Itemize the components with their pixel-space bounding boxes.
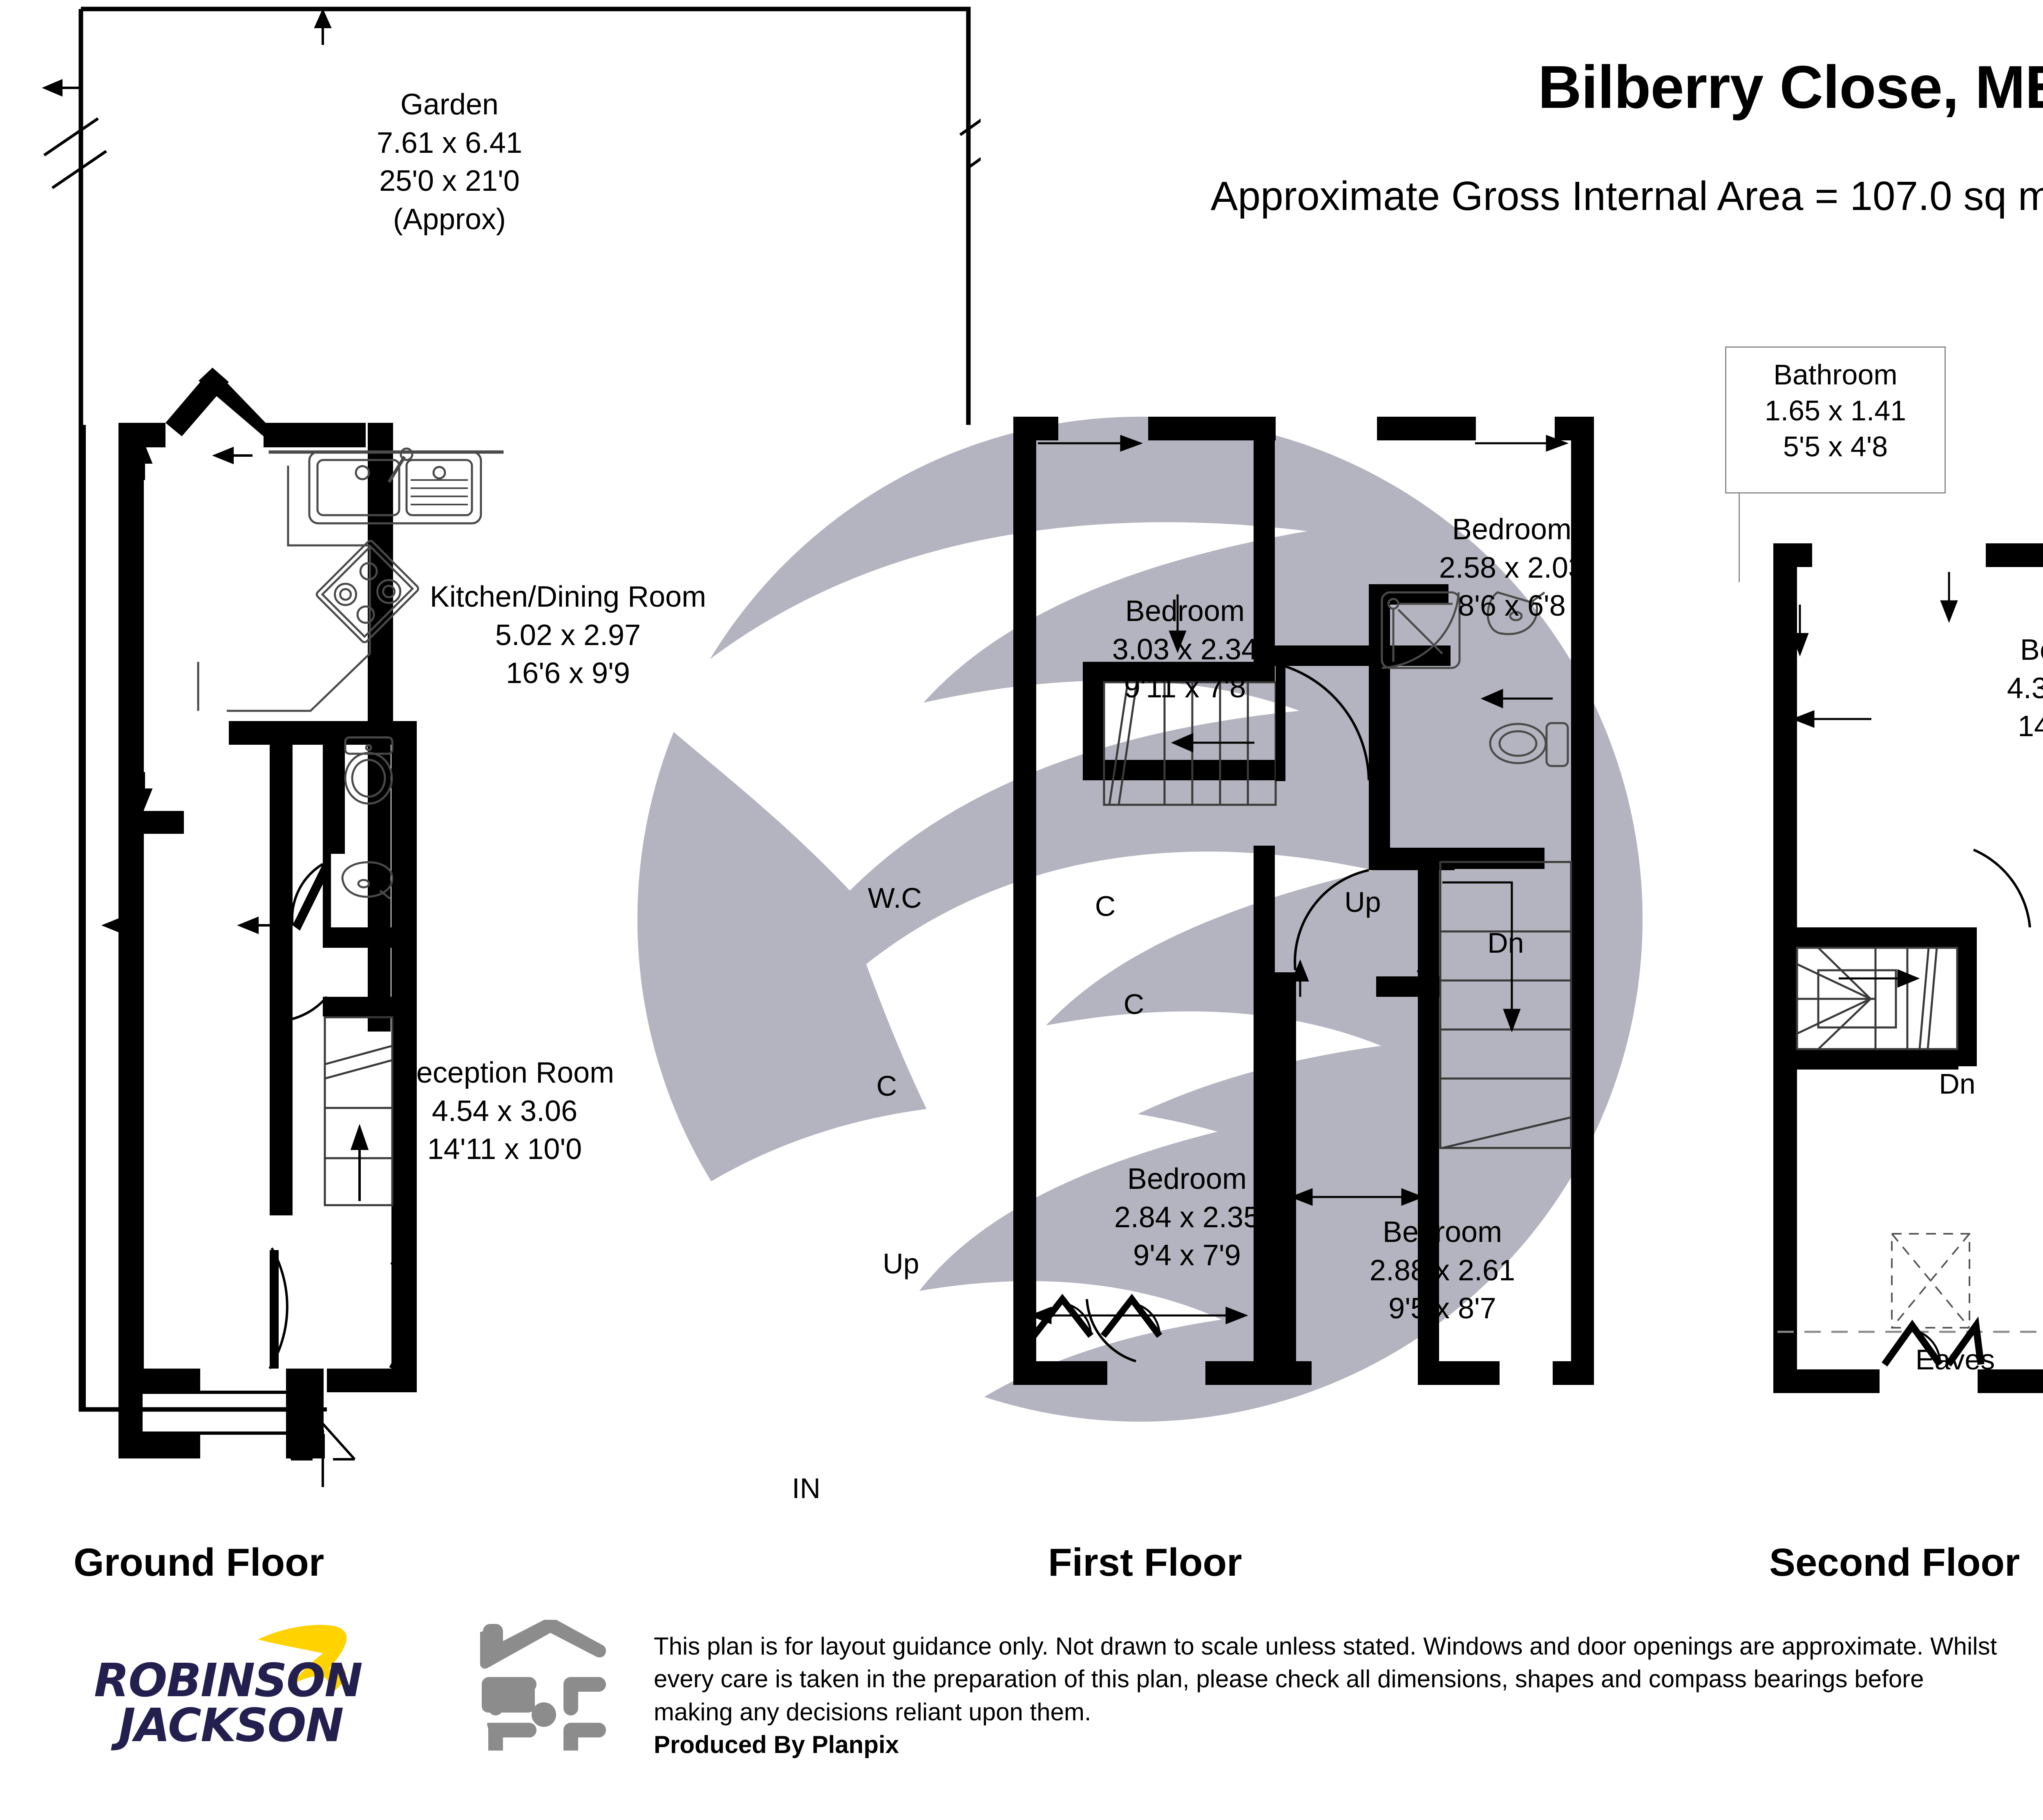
hatch-marker [1891,1233,1970,1329]
room-label-bedroom-2f: Bedroom 4.33 x 2.97 14'2 x 9'9 [2007,634,2043,743]
room-label-bedroom-1f-b: Bedroom 2.58 x 2.03 8'6 x 6'8 [1439,513,1585,623]
room-label-bedroom-1f-d: Bedroom 2.88 x 2.61 9'5 x 8'7 [1369,1216,1515,1325]
door-swing-first [1086,663,1432,1362]
label-cupboard-ground: C [876,1070,897,1102]
second-floor-plan [1757,482,2043,1442]
caption-first-floor: First Floor [1048,1541,1242,1584]
disclaimer-body: This plan is for layout guidance only. N… [654,1632,1997,1726]
room-label-bedroom-1f-a: Bedroom 3.03 x 2.34 9'11 x 7'8 [1112,595,1258,704]
bathroom-callout-box: Bathroom 1.65 x 1.41 5'5 x 4'8 [1725,346,1946,494]
label-cupboard-1f-b: C [1123,988,1144,1020]
stairs-down-second [1796,947,1958,1050]
toilet-icon [344,736,393,805]
room-label-bedroom-1f-c: Bedroom 2.84 x 2.35 9'4 x 7'9 [1114,1163,1260,1272]
logo-line-2: JACKSON [118,1699,344,1752]
label-stairs-up-1f: Up [1344,886,1381,918]
label-stairs-down-1f: Dn [1487,927,1524,959]
caption-ground-floor: Ground Floor [74,1541,324,1584]
hob-icon [315,540,419,643]
first-floor-walls [1013,417,1594,1385]
toilet-icon-first [1489,722,1569,767]
planpix-house-icon [464,1620,607,1751]
kitchen-sink [268,447,504,525]
first-floor-plan [1009,400,1683,1442]
room-label-kitchen-dining: Kitchen/Dining Room 5.02 x 2.97 16'6 x 9… [429,581,706,690]
produced-by-label: Produced By Planpix [654,1731,899,1759]
bird-icon [258,1625,347,1696]
room-label-reception: Reception Room 4.54 x 3.06 14'11 x 10'0 [395,1056,615,1166]
disclaimer-text: This plan is for layout guidance only. N… [654,1630,2002,1762]
logo-line-1: ROBINSON [94,1654,363,1707]
ground-floor-plan [0,0,981,1552]
room-label-garden: Garden 7.61 x 6.41 25'0 x 21'0 (Approx) [376,88,523,236]
second-floor-walls [1773,543,2043,1393]
room-label-bathroom-callout: Bathroom 1.65 x 1.41 5'5 x 4'8 [1764,359,1907,463]
shower-icon [1381,591,1461,669]
ground-floor-walls [118,368,417,1458]
label-cupboard-1f-a: C [1095,890,1116,922]
entrance-arrow [290,1423,356,1487]
label-eaves-left: Eaves [1915,1344,1995,1376]
stairs-down-first [1439,861,1572,1149]
caption-second-floor: Second Floor [1769,1541,2020,1584]
robinson-jackson-logo: ROBINSON JACKSON [94,1625,363,1763]
wash-basin-icon [1486,591,1545,635]
gross-internal-area: Approximate Gross Internal Area = 107.0 … [1210,173,2043,219]
label-stairs-down-2f: Dn [1939,1068,1976,1100]
label-wc: W.C [867,882,922,914]
label-entrance-in: IN [792,1472,820,1504]
callout-leader-line [1739,492,1740,582]
page-title: Bilberry Close, ME14 [1538,54,2043,121]
basin-icon [341,861,393,900]
label-stairs-up-ground: Up [883,1248,919,1280]
door-swing-second [1973,849,2031,928]
